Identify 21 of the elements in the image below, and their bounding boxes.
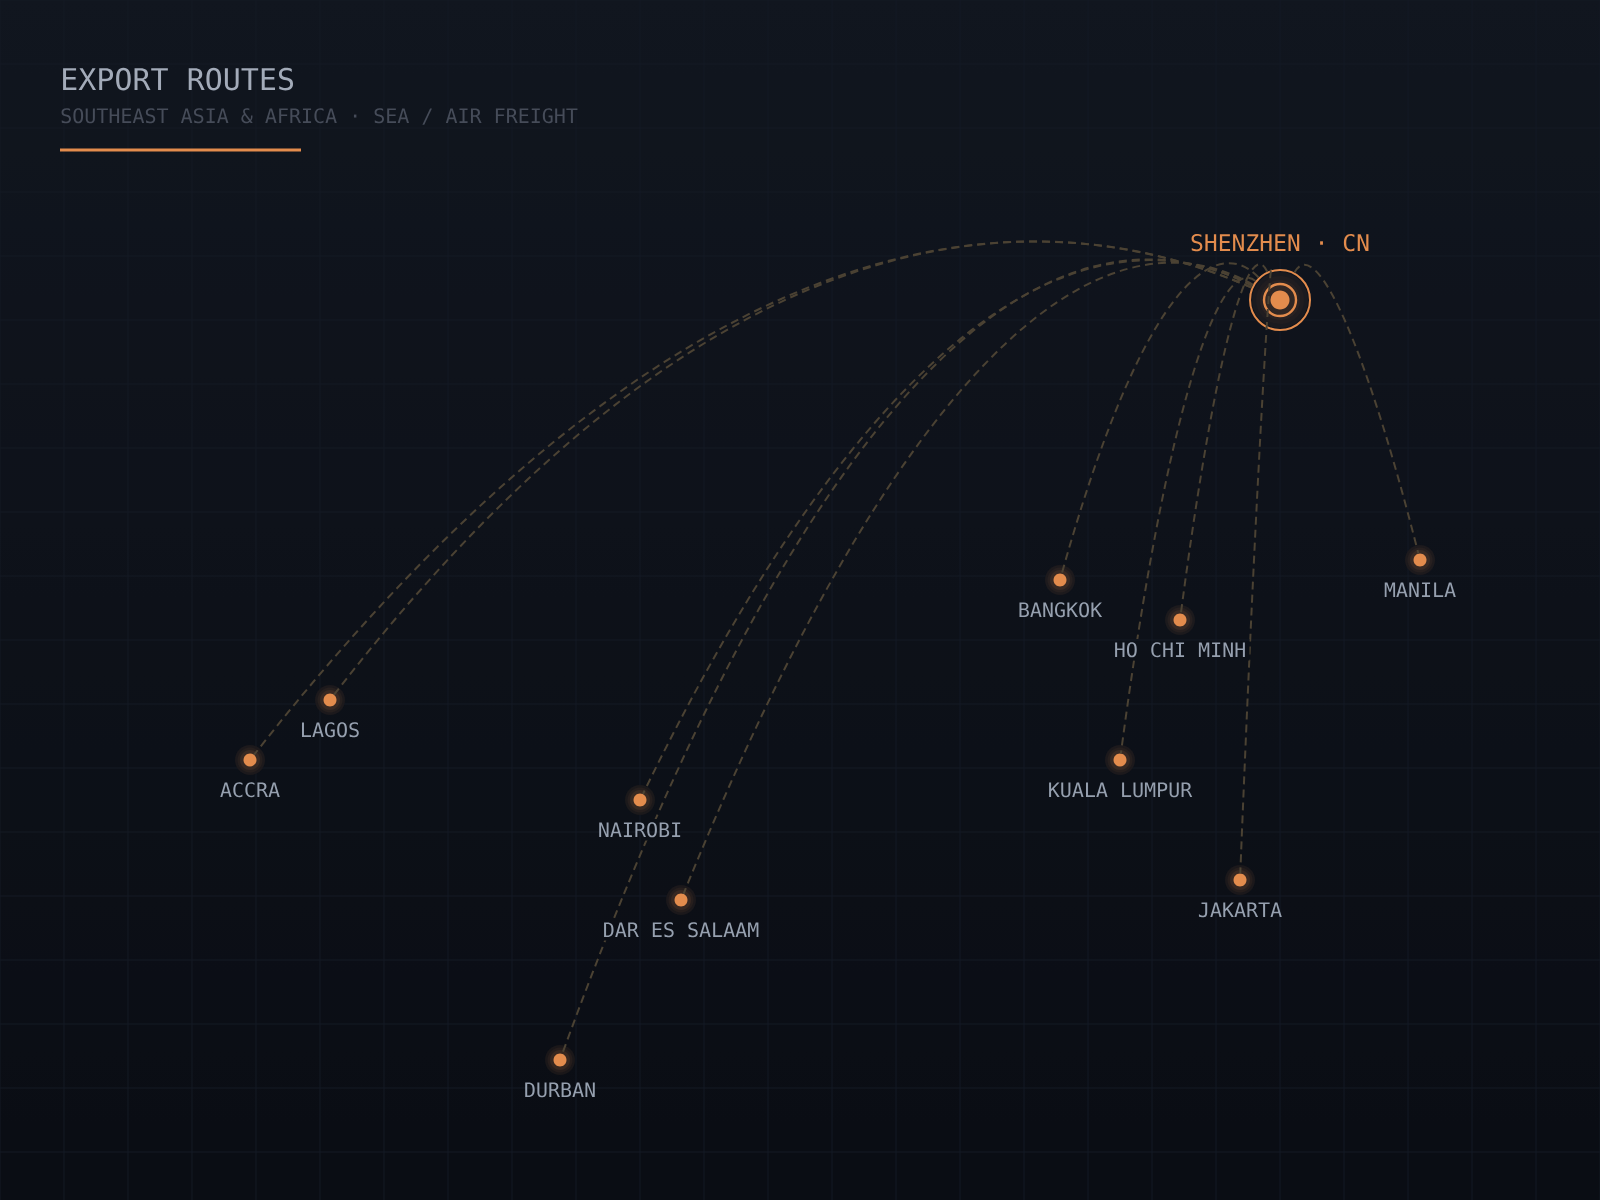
city-label: DAR ES SALAAM: [604, 922, 759, 938]
route-line: [1293, 263, 1420, 555]
city-label: NAIROBI: [599, 822, 681, 838]
city-label: HO CHI MINH: [1115, 642, 1245, 658]
subtitle: SOUTHEAST ASIA & AFRICA · SEA / AIR FREIGHT: [61, 108, 578, 125]
city-label: JAKARTA: [1198, 902, 1282, 918]
route-line: [1239, 269, 1273, 875]
city-label: BANGKOK: [1019, 602, 1103, 618]
city-label: MANILA: [1384, 582, 1456, 597]
route-line: [253, 240, 1253, 756]
route-line: [1060, 262, 1260, 575]
title: EXPORT ROUTES: [63, 67, 293, 91]
city-label: KUALA LUMPUR: [1049, 782, 1193, 798]
city-label: LAGOS: [302, 722, 359, 738]
route-line: [682, 261, 1254, 895]
city-label: ACCRA: [220, 782, 280, 798]
route-line: [1179, 263, 1269, 615]
route-line: [561, 258, 1254, 1055]
route-line: [1119, 276, 1257, 755]
origin-label: SHENZHEN · CN: [1191, 233, 1369, 252]
city-label: DURBAN: [525, 1082, 595, 1098]
